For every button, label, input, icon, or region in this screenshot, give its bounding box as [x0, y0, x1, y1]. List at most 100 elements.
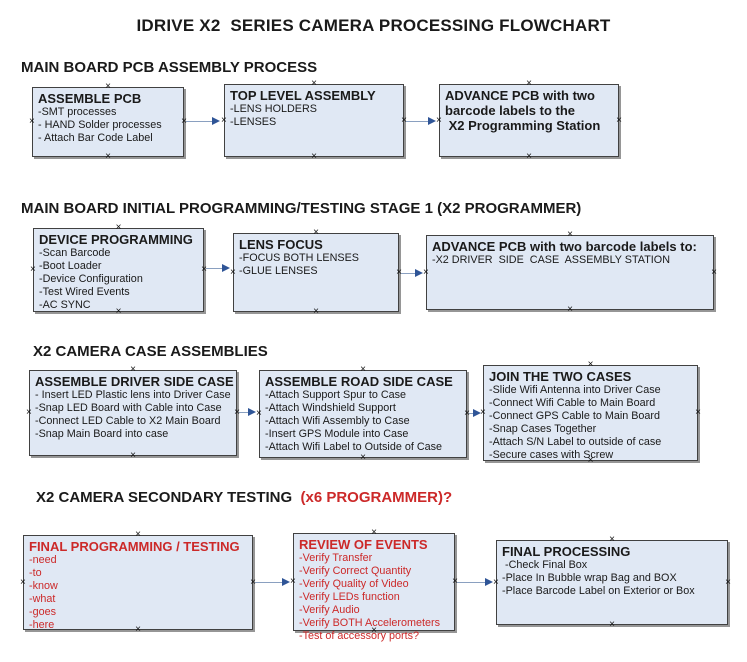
box-item: -Connect LED Cable to X2 Main Board	[35, 415, 221, 427]
anchor-x-icon: ×	[371, 527, 377, 538]
section-heading-secondary-testing: X2 CAMERA SECONDARY TESTING (x6 PROGRAMM…	[36, 489, 452, 506]
flow-arrow	[401, 269, 423, 277]
box-item: -Place Barcode Label on Exterior or Box	[502, 585, 695, 597]
box-title: REVIEW OF EVENTS	[299, 537, 428, 552]
flow-arrow	[206, 264, 230, 272]
box-item: -Verify Audio	[299, 604, 360, 616]
box-advance-pcb-programming-station: ADVANCE PCB with two barcode labels to t…	[436, 78, 622, 162]
anchor-x-icon: ×	[181, 116, 187, 127]
box-item-list: -LENS HOLDERS-LENSES	[230, 103, 398, 129]
box-item: -Verify Quality of Video	[299, 578, 409, 590]
anchor-x-icon: ×	[711, 266, 717, 278]
anchor-x-icon: ×	[221, 114, 227, 126]
box-item: -Connect Wifi Cable to Main Board	[489, 397, 656, 409]
anchor-x-icon: ×	[130, 450, 136, 461]
section-heading-pcb-assembly: MAIN BOARD PCB ASSEMBLY PROCESS	[21, 59, 317, 76]
anchor-x-icon: ×	[609, 619, 615, 630]
box-item: -Place In Bubble wrap Bag and BOX	[502, 572, 677, 584]
section-heading-text: MAIN BOARD INITIAL PROGRAMMING/TESTING S…	[21, 200, 582, 217]
box-item: -SMT processes	[38, 106, 117, 118]
box-item: - Attach Bar Code Label	[38, 132, 153, 144]
box-assemble-driver-side-case: ASSEMBLE DRIVER SIDE CASE - Insert LED P…	[26, 364, 240, 461]
box-title: TOP LEVEL ASSEMBLY	[230, 88, 376, 103]
box-item: -Attach Windshield Support	[265, 402, 396, 414]
anchor-x-icon: ×	[313, 306, 319, 317]
anchor-x-icon: ×	[360, 452, 366, 463]
box-item: -LENS HOLDERS	[230, 103, 317, 115]
box-item: - HAND Solder processes	[38, 119, 162, 131]
anchor-x-icon: ×	[311, 151, 317, 162]
box-item-list: -Slide Wifi Antenna into Driver Case-Con…	[489, 384, 692, 462]
anchor-x-icon: ×	[526, 78, 532, 89]
box-item-list: -X2 DRIVER SIDE CASE ASSEMBLY STATION	[432, 254, 708, 267]
anchor-x-icon: ×	[587, 359, 594, 370]
flow-arrow	[457, 578, 493, 586]
box-item: -Boot Loader	[39, 260, 102, 272]
anchor-x-icon: ×	[20, 576, 26, 588]
box-title: FINAL PROGRAMMING / TESTING	[29, 539, 240, 554]
box-item: - Insert LED Plastic lens into Driver Ca…	[35, 389, 231, 401]
box-item: -Slide Wifi Antenna into Driver Case	[489, 384, 661, 396]
box-advance-pcb-driver-side-station: ADVANCE PCB with two barcode labels to: …	[423, 229, 717, 315]
anchor-x-icon: ×	[30, 264, 36, 275]
box-title: ADVANCE PCB with two barcode labels to:	[432, 239, 697, 254]
box-item: -Scan Barcode	[39, 247, 111, 259]
anchor-x-icon: ×	[436, 114, 442, 126]
box-item: -Device Configuration	[39, 273, 143, 285]
box-item: -Verify Correct Quantity	[299, 565, 412, 577]
box-item: -to	[29, 567, 42, 579]
box-item: -need	[29, 554, 57, 566]
box-title: ASSEMBLE PCB	[38, 91, 142, 106]
box-item: -Snap Cases Together	[489, 423, 597, 435]
section-heading-initial-programming: MAIN BOARD INITIAL PROGRAMMING/TESTING S…	[21, 200, 581, 217]
box-title: ASSEMBLE DRIVER SIDE CASE	[35, 374, 234, 389]
anchor-x-icon: ×	[105, 81, 111, 92]
box-item: -know	[29, 580, 58, 592]
anchor-x-icon: ×	[567, 229, 573, 240]
box-item: -FOCUS BOTH LENSES	[239, 252, 359, 264]
anchor-x-icon: ×	[423, 266, 429, 278]
box-item: -Snap LED Board with Cable into Case	[35, 402, 222, 414]
section-heading-case-assemblies: X2 CAMERA CASE ASSEMBLIES	[33, 343, 268, 360]
box-assemble-pcb: ASSEMBLE PCB -SMT processes- HAND Solder…	[29, 81, 187, 162]
box-top-level-assembly: TOP LEVEL ASSEMBLY -LENS HOLDERS-LENSES …	[221, 79, 407, 162]
box-device-programming: DEVICE PROGRAMMING -Scan Barcode-Boot Lo…	[30, 222, 207, 317]
anchor-x-icon: ×	[115, 222, 122, 233]
box-title: FINAL PROCESSING	[502, 544, 631, 559]
anchor-x-icon: ×	[29, 116, 35, 127]
anchor-x-icon: ×	[493, 576, 499, 588]
box-item: -Attach Support Spur to Case	[265, 389, 407, 401]
box-item-list: -FOCUS BOTH LENSES-GLUE LENSES	[239, 252, 393, 278]
box-item-list: -need-to-know-what-goes-here	[29, 554, 247, 632]
anchor-x-icon: ×	[567, 304, 573, 315]
box-review-of-events: REVIEW OF EVENTS -Verify Transfer-Verify…	[290, 527, 458, 643]
box-title: ASSEMBLE ROAD SIDE CASE	[265, 374, 453, 389]
box-item: -goes	[29, 606, 57, 618]
box-item: -Check Final Box	[502, 559, 588, 571]
anchor-x-icon: ×	[313, 227, 319, 238]
box-item: -Connect GPS Cable to Main Board	[489, 410, 661, 422]
box-item: -Attach Wifi Assembly to Case	[265, 415, 410, 427]
box-item-list: - Insert LED Plastic lens into Driver Ca…	[35, 389, 231, 441]
anchor-x-icon: ×	[105, 151, 111, 162]
box-join-the-two-cases: JOIN THE TWO CASES -Slide Wifi Antenna i…	[480, 359, 701, 466]
box-title: DEVICE PROGRAMMING	[39, 232, 193, 247]
box-item-list: -Verify Transfer-Verify Correct Quantity…	[299, 552, 449, 643]
box-item-list: -Scan Barcode-Boot Loader-Device Configu…	[39, 247, 198, 312]
box-item: -X2 DRIVER SIDE CASE ASSEMBLY STATION	[432, 254, 670, 266]
box-lens-focus: LENS FOCUS -FOCUS BOTH LENSES-GLUE LENSE…	[230, 227, 402, 317]
anchor-x-icon: ×	[526, 151, 532, 162]
anchor-x-icon: ×	[135, 529, 141, 540]
box-item: -what	[29, 593, 56, 605]
anchor-x-icon: ×	[256, 408, 262, 419]
anchor-x-icon: ×	[290, 576, 296, 587]
box-item: -Test of accessory ports?	[299, 630, 420, 642]
anchor-x-icon: ×	[130, 364, 136, 375]
anchor-x-icon: ×	[234, 407, 240, 418]
flow-arrow	[255, 578, 290, 586]
page-title: IDRIVE X2 SERIES CAMERA PROCESSING FLOWC…	[136, 16, 611, 35]
box-title: ADVANCE PCB with two barcode labels to t…	[445, 88, 601, 133]
anchor-x-icon: ×	[609, 534, 615, 545]
box-item: -Insert GPS Module into Case	[265, 428, 409, 440]
